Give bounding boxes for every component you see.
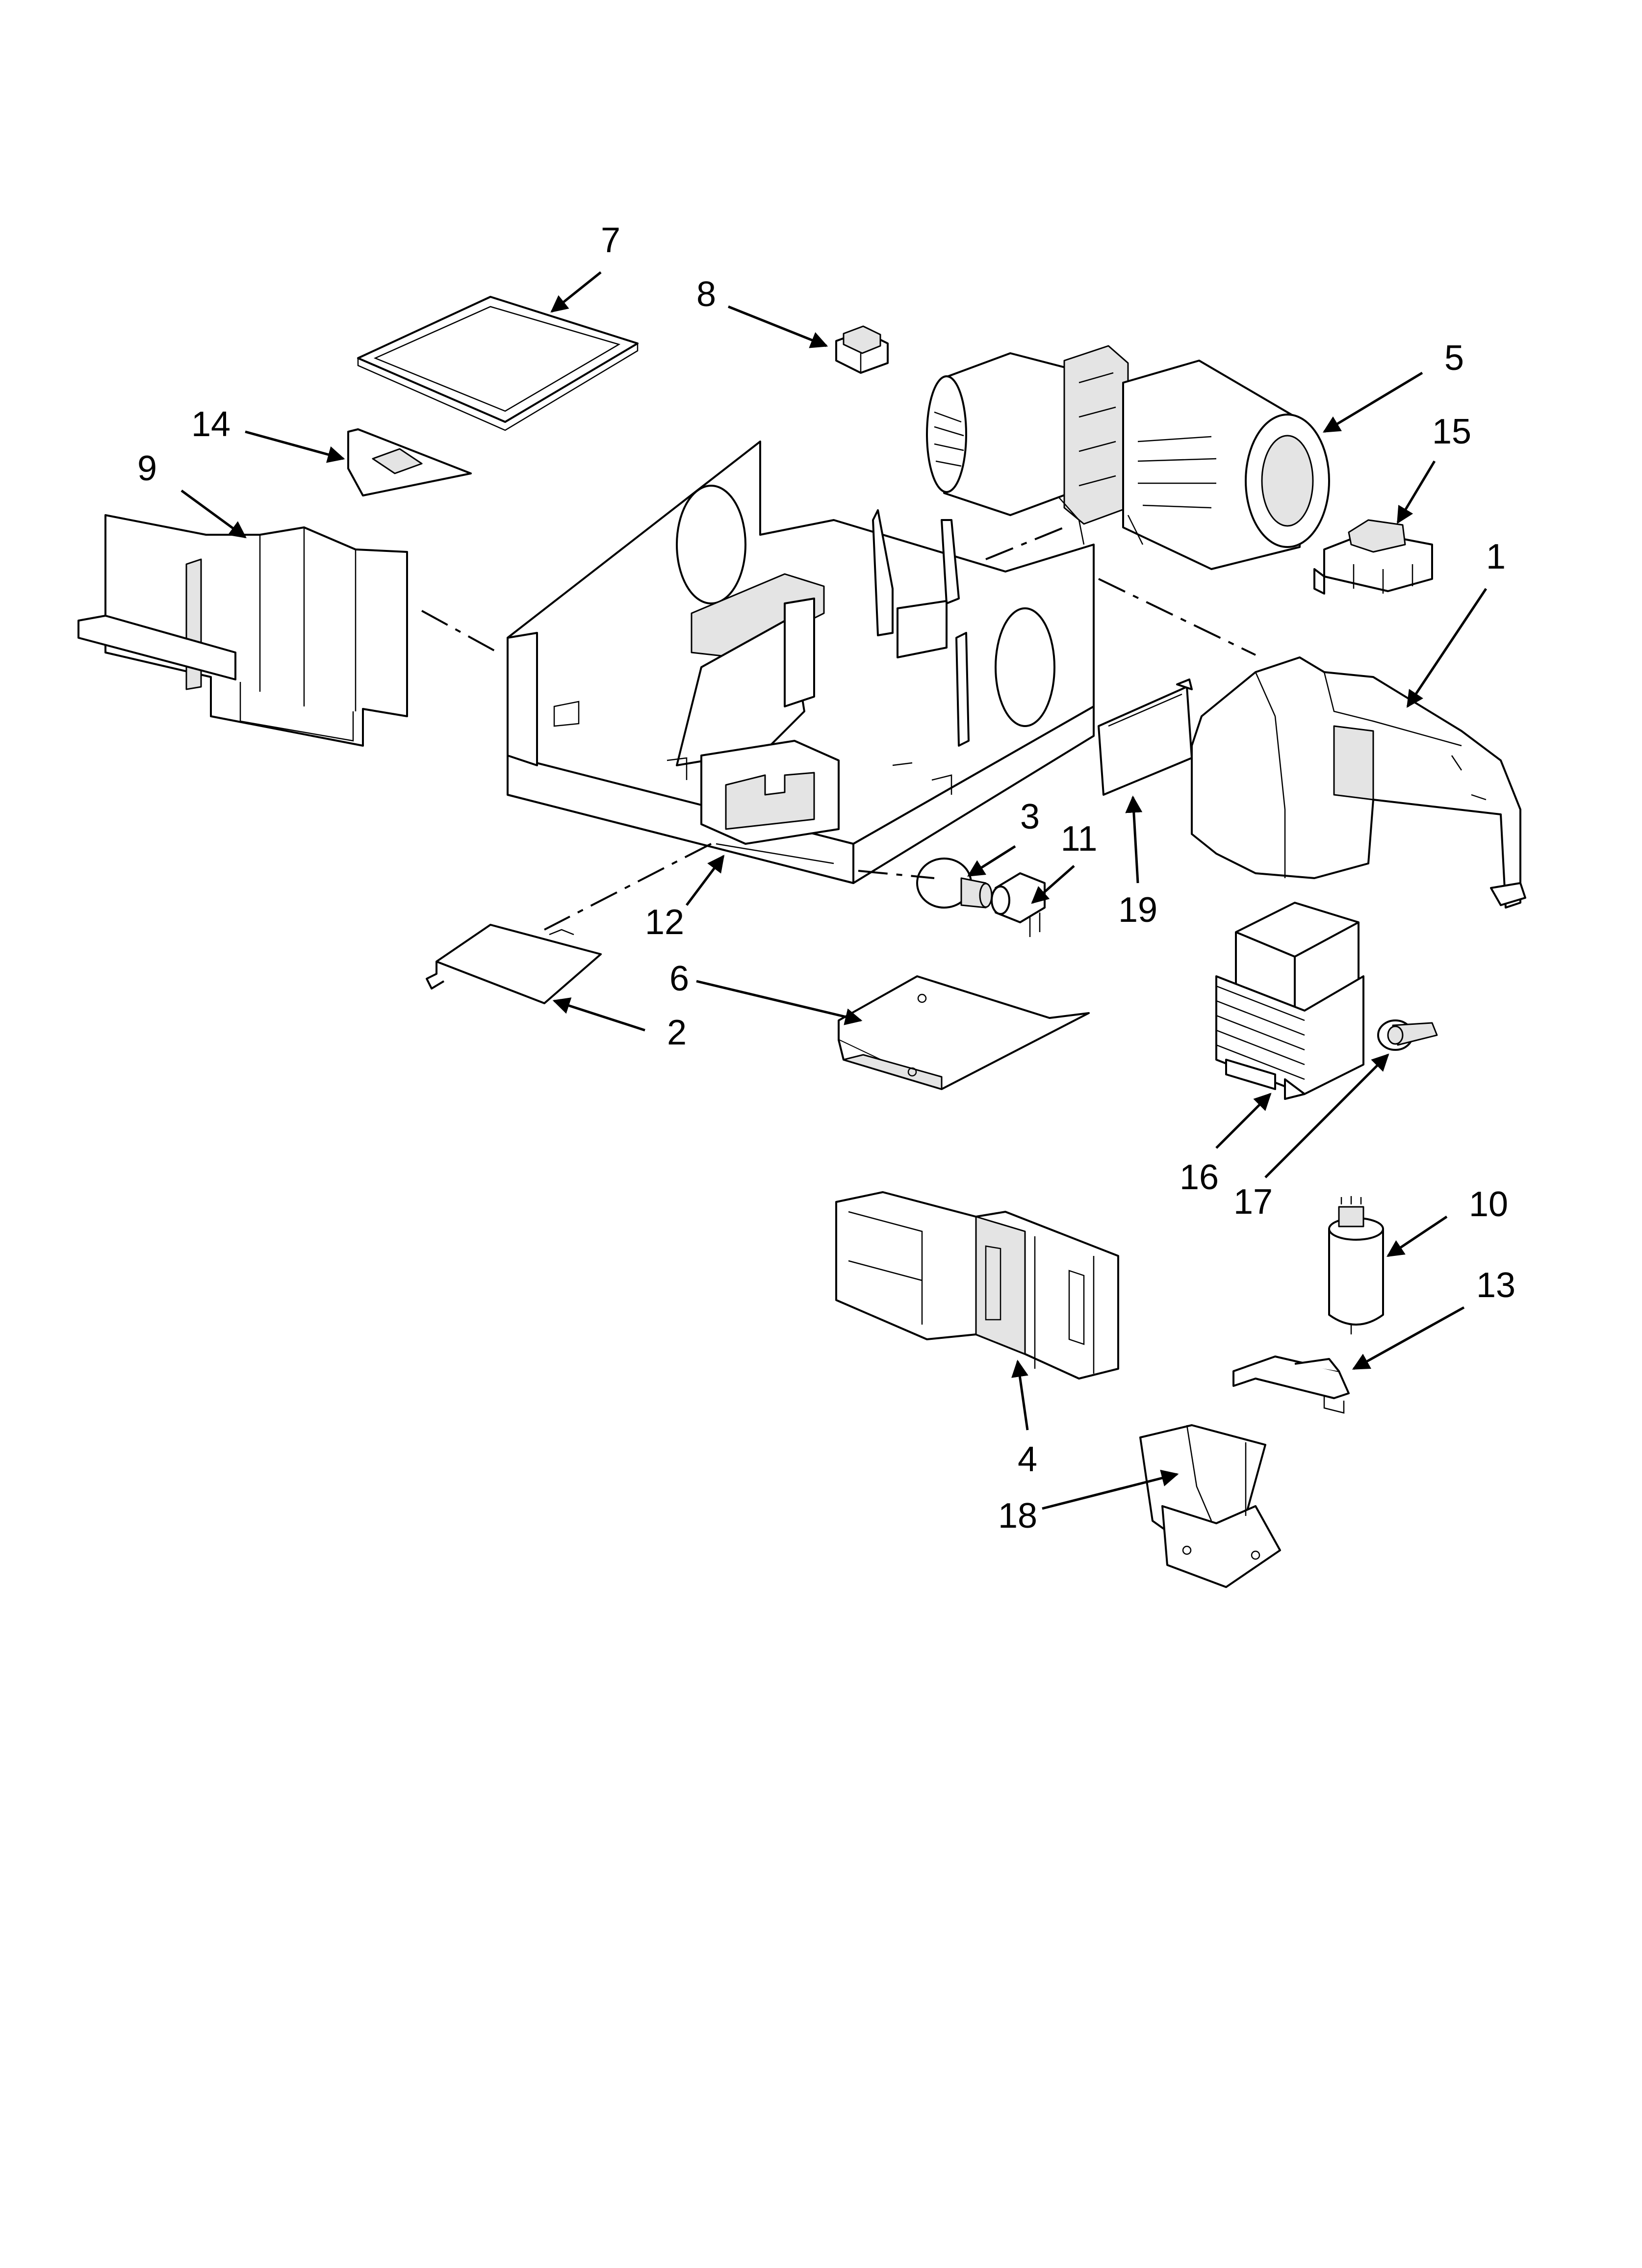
leader-15: [1396, 460, 1436, 524]
part-6-base-plate: [838, 975, 1090, 1090]
part-11-lamp-socket: [991, 872, 1046, 937]
part-10-capacitor: [1328, 1196, 1384, 1334]
leader-9: [180, 489, 247, 539]
main-chassis: [507, 441, 1095, 884]
part-4-bottom-guide: [835, 1191, 1119, 1380]
callout-13: 13: [1476, 1266, 1515, 1305]
leader-18: [1042, 1469, 1179, 1510]
part-2-small-plate: [426, 924, 602, 1004]
callout-18: 18: [998, 1496, 1037, 1536]
leader-1: [1406, 588, 1488, 708]
alignment-lines: [421, 526, 1256, 931]
leader-13: [1352, 1306, 1465, 1370]
part-7-filter-frame: [357, 296, 639, 431]
part-1-air-duct: [1191, 656, 1526, 909]
part-15-terminal-block: [1313, 519, 1433, 595]
leader-7: [550, 271, 602, 313]
leader-arrows: [180, 271, 1488, 1510]
callout-3: 3: [1020, 797, 1040, 836]
part-3-lamp-bulb: [916, 858, 993, 909]
part-5-blower-motor: [926, 345, 1330, 570]
callout-8: 8: [696, 275, 716, 314]
callout-9: 9: [137, 449, 157, 488]
leader-11: [1031, 865, 1075, 904]
part-16-transformer: [1215, 902, 1364, 1100]
part-17-thermal-cutout: [1377, 1019, 1438, 1051]
leader-10: [1386, 1215, 1448, 1257]
callout-16: 16: [1180, 1158, 1219, 1197]
leader-12: [686, 855, 725, 906]
part-13-bracket: [1232, 1356, 1350, 1414]
part-9-air-guide: [77, 514, 408, 747]
leader-4: [1011, 1359, 1029, 1431]
leader-14: [245, 430, 345, 463]
leader-19: [1125, 795, 1143, 884]
leader-17: [1264, 1053, 1389, 1178]
callout-labels: 7 8 5 15 14 9 1 3 11 12 19 6 2 16 17 10 …: [137, 221, 1515, 1536]
callout-2: 2: [667, 1013, 687, 1052]
leader-8: [728, 305, 828, 348]
callout-1: 1: [1486, 537, 1506, 576]
part-8-switch: [835, 325, 889, 374]
part-19-cover-plate: [1098, 678, 1193, 796]
callout-14: 14: [191, 405, 231, 444]
leader-3: [967, 845, 1016, 877]
leader-6: [696, 980, 863, 1025]
callout-11: 11: [1061, 819, 1098, 859]
part-18-deflector: [1139, 1424, 1281, 1588]
leader-5: [1322, 371, 1423, 433]
leader-2: [552, 997, 645, 1032]
callout-12: 12: [645, 903, 684, 942]
callout-17: 17: [1233, 1182, 1273, 1222]
callout-6: 6: [669, 959, 689, 998]
callout-7: 7: [601, 221, 620, 260]
callout-15: 15: [1432, 412, 1471, 451]
leader-16: [1215, 1093, 1272, 1149]
callout-10: 10: [1469, 1185, 1508, 1224]
callout-4: 4: [1018, 1440, 1037, 1479]
callout-19: 19: [1118, 890, 1157, 930]
callout-5: 5: [1444, 339, 1464, 378]
part-14-pad: [347, 428, 472, 496]
